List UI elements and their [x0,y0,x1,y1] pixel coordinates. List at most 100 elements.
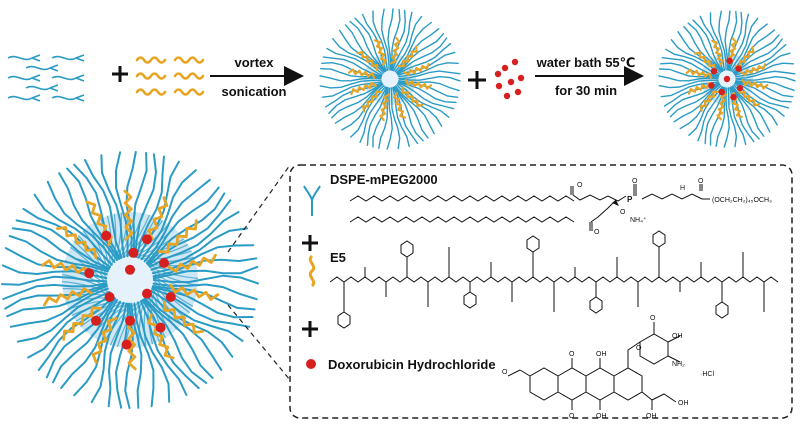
e5-peptide-icon [308,254,316,288]
lipid-tail [715,87,726,147]
lipid-tail [350,86,386,138]
doxorubicin-structure: OH NH₂ O O O O OH OH O OH OH ·HCl [502,315,714,420]
step1-label-vortex: vortex [234,55,274,70]
legend-dspe-title: DSPE-mPEG2000 [330,172,438,187]
plus-icon [112,66,128,82]
phenyl-ring [526,235,540,253]
lipid-tail [359,86,388,144]
drug-dot [723,75,731,83]
lipid-tail [60,299,118,389]
phenyl-ring [652,230,666,248]
lipid-tail [394,21,432,73]
lipid-tail [328,82,383,114]
step1-label-sonication: sonication [221,84,286,99]
step2-label-water-bath: water bath 55℃ [536,55,636,70]
hcl-label: ·HCl [700,371,714,378]
lipid-molecule [25,64,59,72]
lipid-tail [319,75,382,82]
lipid-tail [1,275,108,286]
atom-o: O [698,178,704,185]
peptide-chain [699,90,720,112]
peptide-molecule [135,72,167,80]
lipid-tail [52,297,117,384]
lipid-tail [390,87,401,150]
lipid-tail [8,235,109,273]
peptide-molecule [173,56,205,64]
lipid-tail [15,219,111,270]
drug-dot [495,82,503,90]
lipid-tail [687,22,723,72]
lipid-tail [735,70,796,80]
lipid-tail [734,82,790,109]
e5-peptide-structure [329,230,779,329]
lipid-tail [735,80,795,91]
peptide-chain [403,62,430,76]
phenyl-ring [715,301,729,319]
drug-dot [91,315,101,326]
drug-dot [165,292,176,302]
drug-dot [503,92,511,100]
atom-oh: OH [596,413,607,420]
drug-dot [104,292,115,302]
peptide-molecule [173,88,205,96]
lipid-tail [143,297,214,379]
lipid-molecule [7,94,41,102]
empty-micelle [319,8,461,150]
lipid-tail [349,20,386,72]
lipid-tail [46,180,116,263]
plus-icon [302,235,318,251]
peptide-chain [379,93,390,122]
phenyl-ring [589,296,603,314]
lipid-tail [152,266,259,280]
lipid-tail [730,17,759,72]
lipid-tail [731,23,768,73]
lipid-tail [393,15,423,72]
peg-chain-label: (OCH₂CH₂)₄₅OCH₃ [712,197,772,204]
lipid-tail [45,296,116,379]
lipid-tail [11,227,110,271]
peptide-chain [694,51,716,72]
e5-peptide-free-molecules [135,56,205,96]
lipid-tail [150,289,244,342]
lipid-tail [733,38,783,75]
legend-dox-title: Doxorubicin Hydrochloride [328,357,496,372]
dspe-mpeg2000-icon [303,185,321,216]
peptide-chain [55,226,98,260]
lipid-tail [730,86,760,140]
lipid-molecule [51,94,85,102]
lipid-tail [730,86,765,137]
lipid-tail [4,283,108,310]
atom-o: O [569,413,575,420]
lipid-tail [133,302,155,408]
peptide-chain [362,90,383,113]
peptide-chain [347,68,376,79]
lipid-tail [669,83,720,118]
lipid-tail [658,79,719,89]
drug-dot [710,68,718,75]
peptide-chain [393,92,407,119]
drug-loaded-micelle-small [658,10,796,148]
lipid-molecule [7,74,41,82]
peptide-chain [350,82,377,96]
peptide-backbone [329,276,779,283]
lipid-tail [697,86,725,142]
peptide-chain [40,259,91,277]
lipid-molecule [7,54,41,62]
drug-dot [125,264,135,275]
lipid-tail [152,274,259,285]
lipid-tail [140,169,197,261]
drug-dot [718,88,725,96]
atom-o: O [650,315,656,322]
plus-icon [302,321,318,337]
drug-dot [494,70,502,78]
drug-dot [142,234,152,245]
lipid-tail [380,8,390,71]
phenyl-ring [337,311,351,329]
drug-dot [155,322,166,333]
lipid-tail [33,193,113,266]
lipid-tail [134,153,158,258]
drug-dot [517,74,525,82]
drug-dot [511,58,519,66]
atom-o: O [577,182,583,189]
